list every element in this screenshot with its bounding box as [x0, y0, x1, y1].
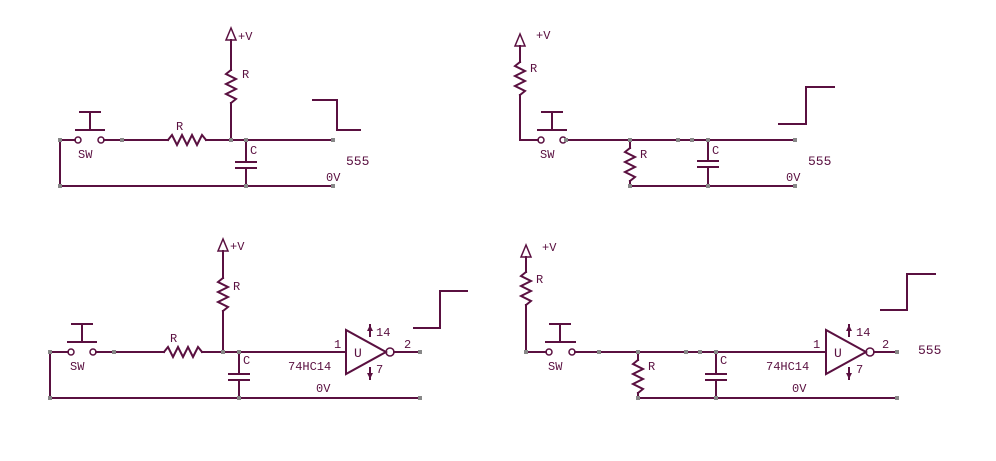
resistor-series [162, 344, 204, 360]
vplus-arrow-icon [216, 237, 230, 252]
ground-label: 0V [792, 382, 807, 396]
resistor-pullup-label: R [233, 280, 240, 294]
vplus-label: +V [536, 29, 551, 43]
circuit-top-left: +V R R SW C 0V 555 [58, 26, 369, 188]
ic-label: 555 [346, 154, 369, 169]
pin-vcc-label: 14 [856, 326, 870, 340]
vplus-label: +V [230, 240, 245, 254]
ground-label: 0V [326, 171, 341, 185]
switch-label: SW [78, 148, 93, 162]
capacitor-label: C [243, 354, 250, 368]
resistor-pullup [215, 276, 231, 313]
waveform-rising [413, 290, 468, 329]
resistor-pulldown [630, 358, 646, 395]
circuit-bottom-right: +V R SW R C 0V U 74HC14 1 2 14 7 [518, 241, 941, 400]
resistor-pullup [512, 60, 528, 97]
resistor-series [166, 132, 208, 148]
vplus-label: +V [238, 30, 253, 44]
resistor-pullup-label: R [536, 273, 543, 287]
gate-ref-label: U [834, 346, 842, 361]
gate-ref-label: U [354, 346, 362, 361]
ic-label: 555 [918, 343, 941, 358]
circuit-bottom-left: +V R SW R C 0V U 74HC14 1 2 14 7 [48, 237, 468, 400]
resistor-pullup-label: R [242, 68, 249, 82]
resistor-pullup [223, 68, 239, 105]
pin-vcc-label: 14 [376, 326, 390, 340]
switch-label: SW [548, 360, 563, 374]
schmitt-inverter-gate [825, 328, 869, 376]
capacitor-label: C [720, 354, 727, 368]
pin-out-label: 2 [404, 338, 411, 352]
waveform-falling [312, 99, 361, 131]
pin-gnd-label: 7 [856, 363, 863, 377]
pin-in-label: 1 [813, 338, 820, 352]
resistor-pulldown-label: R [640, 148, 647, 162]
resistor-series-label: R [176, 120, 183, 134]
ic-label: 555 [808, 154, 831, 169]
resistor-pulldown [622, 146, 638, 183]
vplus-arrow-icon [513, 32, 527, 47]
switch-label: SW [70, 360, 85, 374]
waveform-rising [778, 86, 835, 125]
schmitt-inverter-gate [345, 328, 389, 376]
capacitor-label: C [250, 144, 257, 158]
resistor-pullup-label: R [530, 62, 537, 76]
pin-gnd-label: 7 [376, 363, 383, 377]
ground-label: 0V [316, 382, 331, 396]
capacitor-label: C [712, 144, 719, 158]
circuit-top-right: +V R SW R C 0V 555 [512, 29, 835, 188]
pin-out-label: 2 [882, 338, 889, 352]
vplus-label: +V [542, 241, 557, 255]
resistor-pulldown-label: R [648, 360, 655, 374]
ground-label: 0V [786, 171, 801, 185]
vplus-arrow-icon [224, 26, 238, 41]
pin-in-label: 1 [334, 338, 341, 352]
vplus-arrow-icon [519, 243, 533, 258]
gate-part-label: 74HC14 [288, 360, 331, 374]
waveform-rising [880, 273, 936, 311]
resistor-pullup [518, 270, 534, 307]
switch-label: SW [540, 148, 555, 162]
resistor-series-label: R [170, 332, 177, 346]
gate-part-label: 74HC14 [766, 360, 809, 374]
